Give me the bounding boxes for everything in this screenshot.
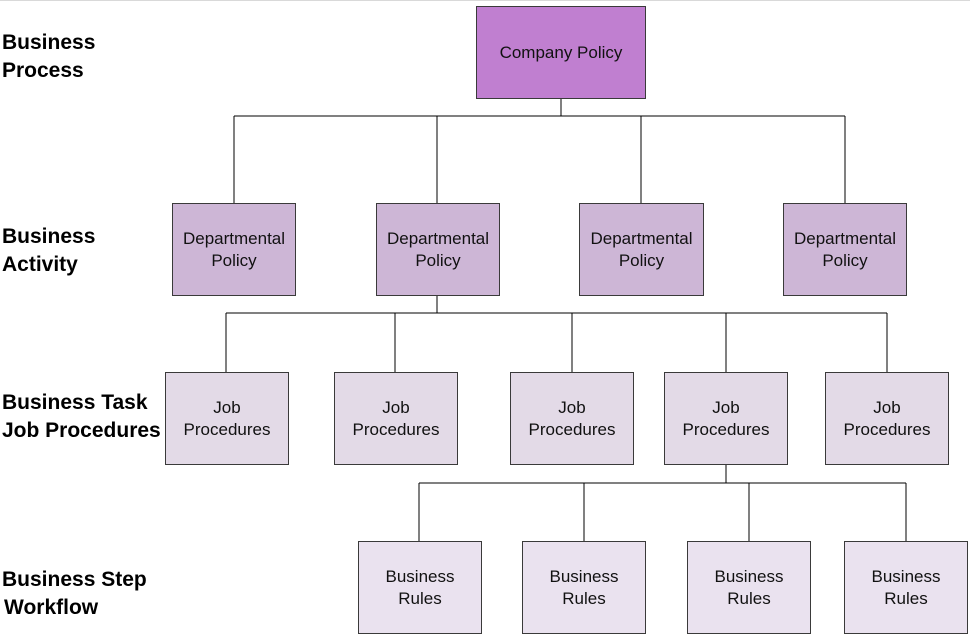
- departmental-policy-node: Departmental Policy: [172, 203, 296, 296]
- level-label-line: Business Task: [2, 391, 148, 414]
- business-rules-node: Business Rules: [522, 541, 646, 634]
- business-rules-node: Business Rules: [358, 541, 482, 634]
- departmental-policy-node: Departmental Policy: [579, 203, 704, 296]
- departmental-policy-node: Departmental Policy: [376, 203, 500, 296]
- job-procedures-node: Job Procedures: [334, 372, 458, 465]
- level-label-line: Business: [2, 31, 96, 54]
- level-label-task: Business Task Job Procedures: [2, 389, 161, 445]
- job-procedures-node: Job Procedures: [825, 372, 949, 465]
- job-procedures-node: Job Procedures: [510, 372, 634, 465]
- level-label-activity: Business Activity: [2, 223, 95, 279]
- level-label-line: Activity: [2, 253, 78, 276]
- level-label-process: Business Process: [2, 29, 95, 85]
- job-procedures-node: Job Procedures: [165, 372, 289, 465]
- departmental-policy-node: Departmental Policy: [783, 203, 907, 296]
- top-divider: [0, 0, 970, 1]
- company-policy-node: Company Policy: [476, 6, 646, 99]
- level-label-line: Business Step: [2, 568, 147, 591]
- business-rules-node: Business Rules: [687, 541, 811, 634]
- level-label-line: Business: [2, 225, 96, 248]
- business-rules-node: Business Rules: [844, 541, 968, 634]
- level-label-step: Business Step Workflow: [2, 566, 147, 622]
- job-procedures-node: Job Procedures: [664, 372, 788, 465]
- level-label-line: Job Procedures: [2, 419, 161, 442]
- level-label-line: Process: [2, 59, 84, 82]
- level-label-line: Workflow: [4, 596, 99, 619]
